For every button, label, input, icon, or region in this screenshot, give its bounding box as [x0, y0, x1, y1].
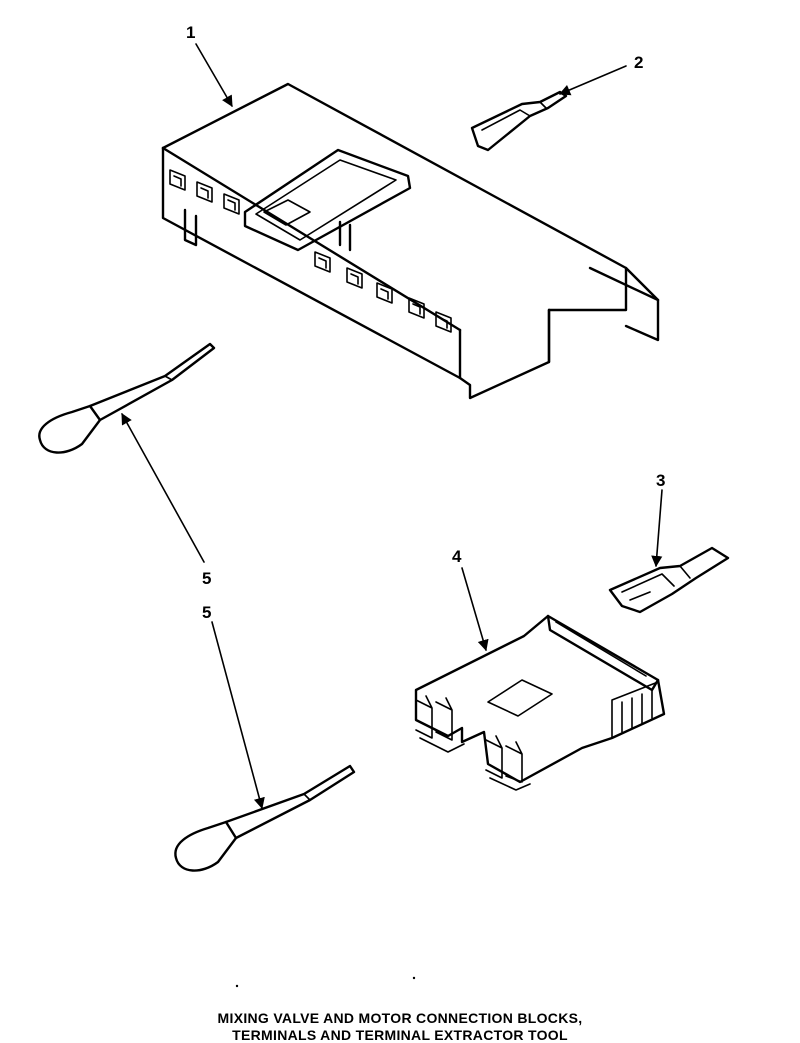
leader-2	[558, 65, 627, 96]
callout-2: 2	[634, 53, 643, 72]
dot-mark	[235, 984, 239, 988]
callout-4: 4	[452, 547, 462, 566]
callout-5-upper: 5	[202, 569, 211, 588]
connection-block-large	[161, 82, 660, 400]
callout-3: 3	[656, 471, 665, 490]
leader-4	[461, 567, 489, 652]
callout-1: 1	[186, 23, 195, 42]
leader-lines	[121, 43, 663, 810]
leader-1	[195, 43, 233, 107]
callout-5-lower: 5	[202, 603, 211, 622]
extractor-tool-upper	[38, 342, 216, 454]
extractor-tool-lower	[174, 764, 356, 872]
caption-line-1: MIXING VALVE AND MOTOR CONNECTION BLOCKS…	[217, 1010, 583, 1026]
connection-block-small	[414, 614, 666, 791]
terminal-upper	[470, 90, 568, 152]
leader-3	[651, 489, 663, 568]
dot-mark	[412, 976, 416, 980]
leader-5a	[121, 413, 205, 563]
caption-line-2: TERMINALS AND TERMINAL EXTRACTOR TOOL	[232, 1027, 568, 1043]
terminal-lower	[608, 546, 730, 614]
leader-5b	[211, 621, 265, 810]
